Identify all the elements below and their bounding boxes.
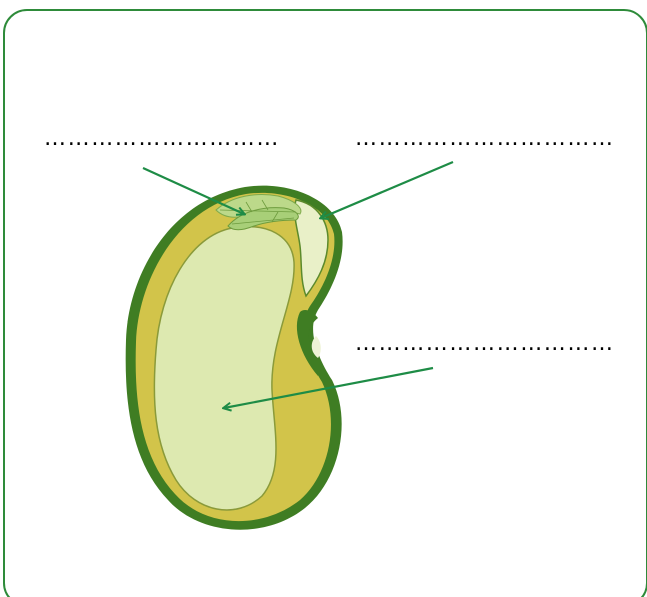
blank-label-cotyledon: …………………………… <box>355 333 615 355</box>
blank-label-plumule: ………………………… <box>44 128 280 150</box>
arrow-radicle <box>321 162 453 218</box>
blank-label-radicle: …………………………… <box>355 128 615 150</box>
